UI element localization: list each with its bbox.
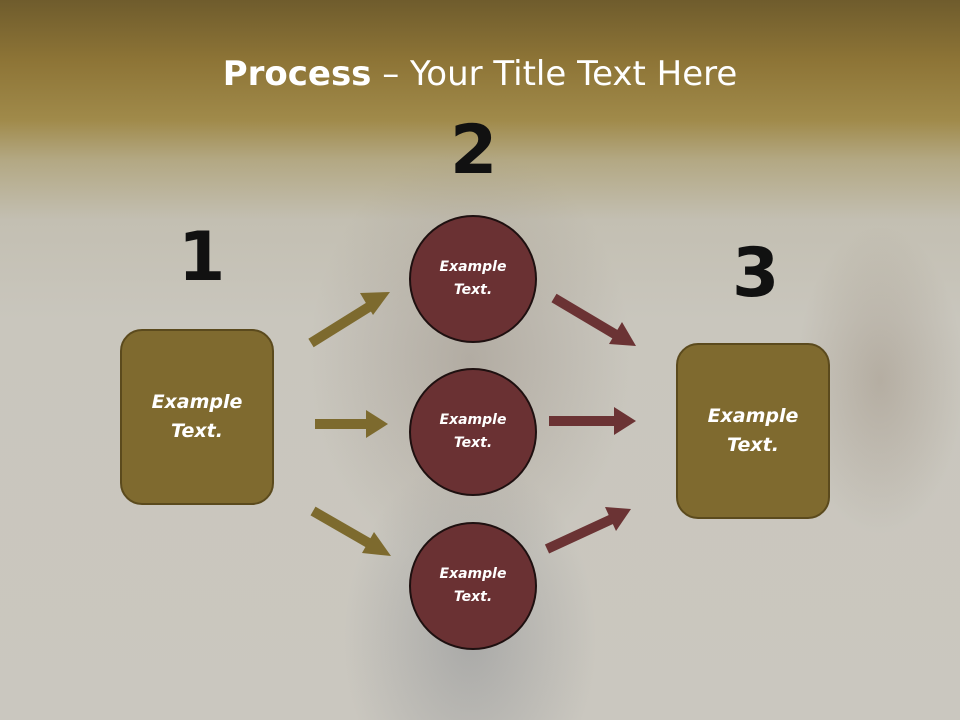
step-number-3: 3 xyxy=(732,234,780,313)
circle-middle-text: Example Text. xyxy=(439,412,507,451)
title-bold: Process xyxy=(222,54,372,94)
step-number-1: 1 xyxy=(178,218,226,297)
slide-title: Process – Your Title Text Here xyxy=(0,52,960,96)
title-rest: – Your Title Text Here xyxy=(371,54,738,94)
circle-top[interactable]: Example Text. xyxy=(409,215,537,343)
arrow-top-to-right xyxy=(551,293,636,346)
circle-top-text: Example Text. xyxy=(439,259,507,298)
arrow-left-to-top xyxy=(308,292,390,348)
arrow-middle-to-right xyxy=(549,407,636,435)
arrow-left-to-middle xyxy=(315,410,388,438)
left-box-text: Example Text. xyxy=(151,391,243,442)
left-box[interactable]: Example Text. xyxy=(120,329,274,505)
right-box[interactable]: Example Text. xyxy=(676,343,830,519)
arrow-bottom-to-right xyxy=(544,507,631,554)
circle-bottom[interactable]: Example Text. xyxy=(409,522,537,650)
step-number-2: 2 xyxy=(450,111,498,190)
right-box-text: Example Text. xyxy=(707,405,799,456)
circle-middle[interactable]: Example Text. xyxy=(409,368,537,496)
circle-bottom-text: Example Text. xyxy=(439,566,507,605)
arrow-left-to-bottom xyxy=(310,506,391,556)
